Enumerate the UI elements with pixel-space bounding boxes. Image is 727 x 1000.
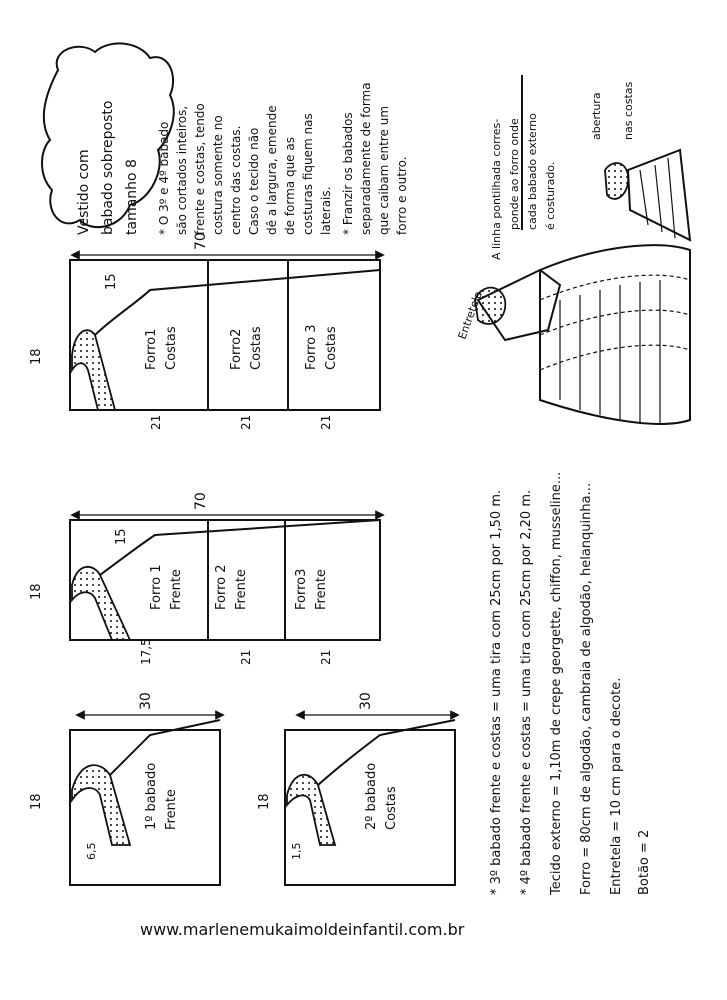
svg-text:laterais.: laterais.: [319, 187, 333, 235]
forro3-frente-b: Frente: [314, 569, 329, 610]
forro3-costas-b: Costas: [324, 326, 339, 370]
svg-text:6,5: 6,5: [85, 843, 98, 861]
svg-text:21: 21: [319, 650, 333, 665]
dress-illustration: Entretela abertura nas costas: [456, 81, 692, 425]
svg-text:A linha pontilhada corres-: A linha pontilhada corres-: [490, 119, 503, 260]
title-line2: babado sobreposto: [100, 101, 116, 235]
svg-text:de forma que as: de forma que as: [283, 137, 297, 235]
pattern-costas: Forro1 Costas Forro2 Costas Forro 3 Cost…: [29, 232, 385, 430]
svg-text:15: 15: [114, 528, 129, 545]
notes-block-1: * O 3º e 4º babado são cortados inteiros…: [157, 103, 333, 235]
babado2-a: 2º babado: [364, 763, 379, 830]
material-line-1: * 3º babado frente e costas = uma tira c…: [489, 490, 504, 895]
title-line3: tamanho 8: [124, 159, 140, 235]
svg-text:30: 30: [358, 692, 374, 710]
abertura-label-1: abertura: [590, 92, 603, 140]
title-line1: Vestido com: [76, 149, 92, 235]
notes-block-2: * Franzir os babados separadamente de fo…: [341, 82, 409, 235]
forro2-costas-b: Costas: [249, 326, 264, 370]
svg-text:cada babado externo: cada babado externo: [526, 113, 539, 230]
svg-text:70: 70: [193, 232, 209, 250]
svg-text:forro e outro.: forro e outro.: [395, 156, 409, 235]
material-line-4: Forro = 80cm de algodão, cambraia de alg…: [579, 483, 594, 895]
svg-text:que caibam entre um: que caibam entre um: [377, 106, 391, 235]
forro3-frente-a: Forro3: [294, 569, 309, 610]
svg-text:18: 18: [29, 583, 44, 600]
forro1-costas-b: Costas: [164, 326, 179, 370]
forro1-frente-b: Frente: [169, 569, 184, 610]
svg-text:21: 21: [239, 650, 253, 665]
svg-text:costuras fiquem nas: costuras fiquem nas: [301, 113, 315, 235]
svg-text:18: 18: [257, 793, 272, 810]
svg-text:são cortados inteiros,: são cortados inteiros,: [175, 106, 189, 235]
pattern-frente: Forro 1 Frente Forro 2 Frente Forro3 Fre…: [29, 492, 385, 665]
abertura-label-2: nas costas: [622, 81, 635, 140]
svg-text:frente e costas, tendo: frente e costas, tendo: [193, 103, 207, 235]
forro2-frente-a: Forro 2: [214, 565, 229, 611]
babado1-a: 1º babado: [144, 763, 159, 830]
svg-text:70: 70: [193, 492, 209, 510]
svg-text:1,5: 1,5: [290, 843, 303, 861]
materials-list: * 3º babado frente e costas = uma tira c…: [489, 472, 652, 896]
material-line-6: Botão = 2: [637, 830, 652, 895]
svg-text:ponde ao forro onde: ponde ao forro onde: [508, 118, 521, 230]
svg-text:21: 21: [149, 415, 163, 430]
svg-text:15: 15: [104, 273, 119, 290]
svg-text:é costurado.: é costurado.: [544, 162, 557, 230]
notes-block-3: A linha pontilhada corres- ponde ao forr…: [490, 75, 557, 260]
svg-text:Caso o tecido não: Caso o tecido não: [247, 128, 261, 235]
svg-text:* Franzir os babados: * Franzir os babados: [341, 112, 355, 235]
material-line-5: Entretela = 10 cm para o decote.: [609, 678, 624, 895]
forro1-frente-a: Forro 1: [149, 565, 164, 611]
material-line-2: * 4º babado frente e costas = uma tira c…: [519, 490, 534, 895]
svg-text:centro das costas.: centro das costas.: [229, 126, 243, 235]
svg-text:30: 30: [138, 692, 154, 710]
svg-text:18: 18: [29, 793, 44, 810]
svg-text:costura somente no: costura somente no: [211, 115, 225, 235]
title-cloud: Vestido com babado sobreposto tamanho 8: [41, 42, 175, 235]
babado2-b: Costas: [384, 786, 399, 830]
forro2-costas-a: Forro2: [229, 329, 244, 370]
svg-text:separadamente de forma: separadamente de forma: [359, 82, 373, 235]
forro3-costas-a: Forro 3: [304, 325, 319, 371]
svg-text:dê a largura, emende: dê a largura, emende: [265, 105, 279, 235]
svg-text:21: 21: [319, 415, 333, 430]
svg-text:18: 18: [29, 348, 44, 365]
svg-text:* O 3º e 4º babado: * O 3º e 4º babado: [157, 122, 171, 235]
forro1-costas-a: Forro1: [144, 329, 159, 370]
babado1-b: Frente: [164, 789, 179, 830]
website-url: www.marlenemukaimoldeinfantil.com.br: [140, 920, 465, 939]
svg-text:17,5: 17,5: [139, 638, 153, 665]
material-line-3: Tecido externo = 1,10m de crepe georgett…: [549, 472, 564, 896]
svg-text:21: 21: [239, 415, 253, 430]
pattern-babado-2: 2º babado Costas 30 18 1,5: [257, 692, 460, 886]
pattern-babado-1: 1º babado Frente 30 18 6,5: [29, 692, 225, 886]
forro2-frente-b: Frente: [234, 569, 249, 610]
